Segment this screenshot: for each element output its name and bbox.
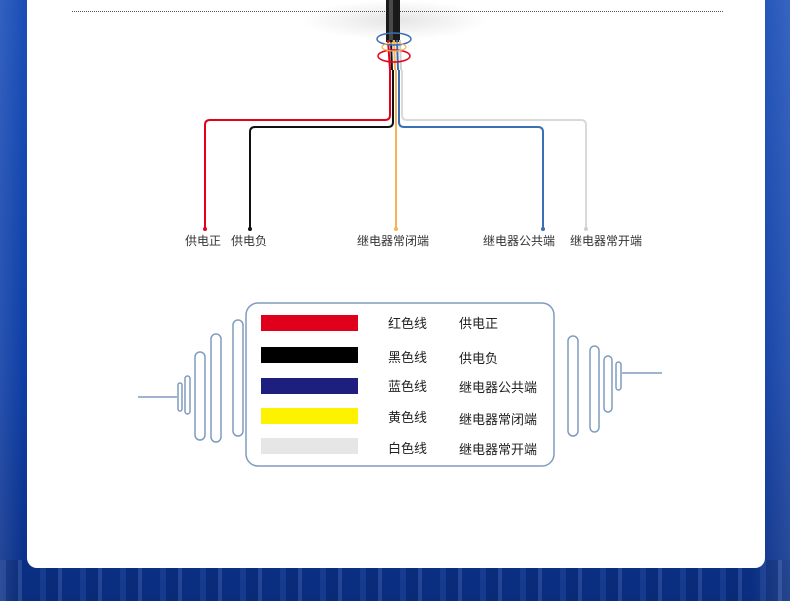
legend-function-red: 供电正 — [459, 317, 499, 332]
wire-white — [401, 70, 587, 228]
legend-color-black: 黑色线 — [388, 351, 428, 366]
legend-color-yellow: 黄色线 — [388, 411, 428, 426]
wire-black — [249, 70, 394, 228]
legend-color-white: 白色线 — [388, 442, 428, 457]
legend-swatch-white — [261, 438, 358, 454]
legend-frame — [138, 302, 662, 467]
label-relay-nc: 继电器常闭端 — [357, 234, 430, 248]
wire-blue — [398, 70, 544, 228]
label-power-negative: 供电负 — [231, 234, 268, 248]
legend-color-red: 红色线 — [388, 317, 428, 332]
legend-swatch-black — [261, 347, 358, 363]
wire-end-white — [584, 227, 588, 231]
label-power-positive: 供电正 — [185, 234, 222, 248]
wire-end-black — [248, 227, 252, 231]
ring-red — [377, 49, 411, 63]
wire-end-blue — [541, 227, 545, 231]
wire-red — [204, 70, 391, 228]
wire-end-yellow — [394, 227, 398, 231]
wire-end-red — [203, 227, 207, 231]
ring-blue — [376, 32, 412, 46]
legend-swatch-blue — [261, 378, 358, 394]
label-relay-common: 继电器公共端 — [483, 234, 556, 248]
legend-function-white: 继电器常开端 — [459, 443, 538, 458]
legend-color-blue: 蓝色线 — [388, 380, 428, 395]
legend-swatch-red — [261, 315, 358, 331]
label-relay-no: 继电器常开端 — [570, 234, 643, 248]
legend-function-blue: 继电器公共端 — [459, 381, 538, 396]
cable-highlight — [389, 0, 393, 42]
ring-yellow — [381, 42, 407, 52]
legend-function-black: 供电负 — [459, 352, 499, 367]
legend-swatch-yellow — [261, 408, 358, 424]
legend-function-yellow: 继电器常闭端 — [459, 413, 538, 428]
